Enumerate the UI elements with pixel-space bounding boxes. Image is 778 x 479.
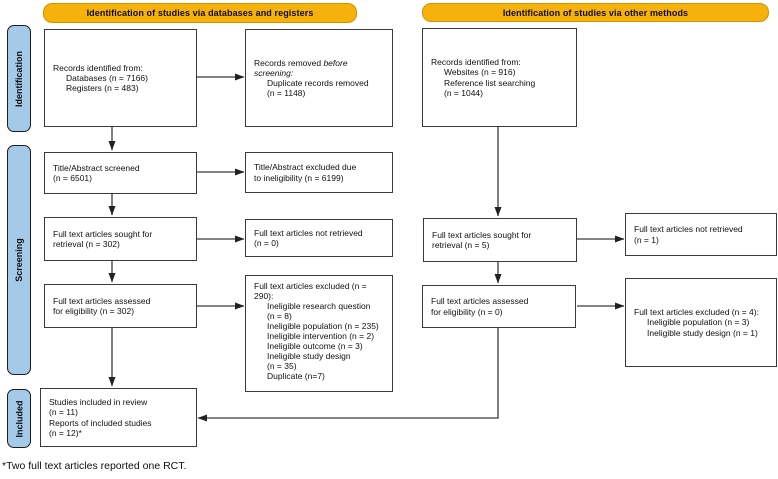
flow-box-line: Full text articles assessed (431, 296, 529, 307)
flow-box-line: Records removed before (254, 57, 348, 68)
stage-label-identification: Identification (7, 25, 31, 132)
flow-box-ft-excluded: Full text articles excluded (n =290):Ine… (245, 275, 393, 392)
flow-box-line: Full text articles sought for (432, 229, 532, 240)
flow-box-line: retrieval (n = 5) (432, 240, 490, 250)
flow-box-line: (n = 35) (267, 361, 297, 372)
stage-label-text: Screening (14, 238, 25, 282)
flow-box-line: Reference list searching (444, 77, 536, 88)
flow-box-line: Duplicate (n=7) (267, 371, 325, 382)
stage-label-screening: Screening (7, 145, 31, 375)
flow-box-line: Duplicate records removed (267, 78, 369, 88)
flow-box-line: (n = 0) (254, 238, 279, 248)
flow-box-line: for eligibility (n = 302) (53, 306, 135, 316)
flow-box-line: Full text articles excluded (n = (254, 281, 367, 291)
flow-box-included-studies: Studies included in review(n = 11)Report… (40, 388, 197, 447)
flow-box-other-records: Records identified from:Websites (n = 91… (422, 28, 577, 127)
flow-box-other-excluded: Full text articles excluded (n = 4):Inel… (625, 278, 777, 367)
flow-box-line: for eligibility (n = 0) (431, 306, 503, 317)
flow-box-line: Records identified from: (431, 57, 521, 68)
flow-box-other-not-retrieved: Full text articles not retrieved(n = 1) (625, 213, 777, 256)
stage-label-included: Included (7, 389, 31, 448)
flow-box-line: Title/Abstract excluded due (254, 162, 357, 173)
flow-box-line: Ineligible intervention (n = 2) (267, 331, 375, 342)
flow-box-line: Websites (n = 916) (444, 67, 516, 78)
flow-box-line: Ineligible research question (267, 301, 371, 312)
footnote: *Two full text articles reported one RCT… (2, 460, 187, 472)
flow-box-line: Title/Abstract screened (53, 162, 140, 173)
flow-box-line: (n = 11) (49, 407, 78, 418)
flow-box-line: to ineligibility (n = 6199) (254, 172, 344, 183)
stage-label-text: Included (14, 399, 25, 438)
flow-box-line: (n = 8) (267, 311, 292, 322)
flow-box-line: retrieval (n = 302) (53, 239, 120, 249)
flow-box-line: Full text articles assessed (53, 295, 151, 306)
flow-box-line: Ineligible study design (267, 351, 351, 362)
header-other-methods: Identification of studies via other meth… (422, 3, 769, 22)
flow-box-line: Reports of included studies (49, 417, 152, 428)
flow-box-line: Ineligible population (n = 235) (267, 321, 379, 332)
flow-box-line: Records identified from: (53, 62, 143, 73)
flow-box-line: (n = 1148) (267, 88, 306, 99)
flow-box-line: Ineligible population (n = 3) (647, 317, 750, 328)
flow-box-line: Full text articles sought for (53, 228, 153, 239)
flow-box-line: Studies included in review (49, 397, 148, 408)
flow-box-line: Registers (n = 483) (66, 83, 139, 93)
flow-box-line: (n = 1044) (444, 87, 483, 98)
flow-box-records-db: Records identified from:Databases (n = 7… (44, 29, 197, 127)
flow-box-line: Full text articles not retrieved (634, 224, 743, 235)
flow-box-ta-screened: Title/Abstract screened(n = 6501) (44, 152, 197, 194)
flow-box-line: Databases (n = 7166) (66, 72, 148, 83)
flow-box-line: Ineligible study design (n = 1) (647, 327, 758, 338)
flow-box-line: (n = 1) (634, 234, 659, 245)
flow-box-line: 290): (254, 291, 274, 302)
flow-box-line: (n = 12)* (49, 427, 82, 438)
flow-box-line: Ineligible outcome (n = 3) (267, 341, 363, 352)
flow-box-line: (n = 6501) (53, 173, 92, 183)
flow-box-line: Full text articles not retrieved (254, 227, 363, 238)
flow-box-line: screening: (254, 67, 294, 78)
flow-box-ft-not-retrieved: Full text articles not retrieved(n = 0) (245, 219, 393, 257)
header-databases-registers: Identification of studies via databases … (43, 3, 357, 23)
stage-label-text: Identification (14, 50, 24, 107)
flow-box-line: Full text articles excluded (n = 4): (634, 307, 759, 318)
